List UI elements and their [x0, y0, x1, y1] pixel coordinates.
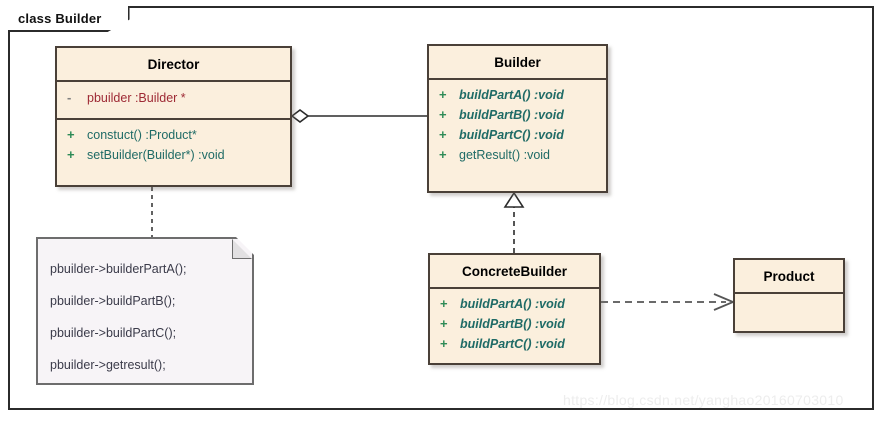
- note-line: pbuilder->getresult();: [50, 358, 166, 372]
- visibility-marker: +: [440, 316, 448, 331]
- visibility-marker: +: [440, 336, 448, 351]
- member-label: getResult() :void: [459, 148, 551, 162]
- class-box-concretebuilder[interactable]: ConcreteBuilder + buildPartA() :void + b…: [428, 253, 601, 365]
- class-member-row: + buildPartC() :void: [429, 125, 606, 145]
- member-label: constuct() :Product*: [87, 128, 197, 142]
- member-label: buildPartC() :void: [459, 128, 564, 142]
- class-box-product[interactable]: Product: [733, 258, 845, 333]
- class-member-row: + buildPartA() :void: [430, 294, 599, 314]
- class-title-product: Product: [735, 260, 843, 294]
- class-member-row: + buildPartC() :void: [430, 334, 599, 354]
- class-member-row: + getResult() :void: [429, 145, 606, 165]
- note-line: pbuilder->buildPartB();: [50, 294, 176, 308]
- frame-label: class Builder: [8, 6, 130, 32]
- note-box[interactable]: pbuilder->builderPartA(); pbuilder->buil…: [36, 237, 254, 385]
- visibility-marker: -: [67, 90, 72, 105]
- member-label: buildPartB() :void: [459, 108, 564, 122]
- member-label: pbuilder :Builder *: [87, 91, 186, 105]
- visibility-marker: +: [439, 127, 447, 142]
- class-box-director[interactable]: Director - pbuilder :Builder * + constuc…: [55, 46, 292, 187]
- member-label: buildPartB() :void: [460, 317, 565, 331]
- visibility-marker: +: [67, 127, 75, 142]
- member-label: buildPartA() :void: [460, 297, 565, 311]
- class-box-builder[interactable]: Builder + buildPartA() :void + buildPart…: [427, 44, 608, 193]
- class-methods-builder: + buildPartA() :void + buildPartB() :voi…: [429, 80, 606, 170]
- visibility-marker: +: [440, 296, 448, 311]
- class-methods-concretebuilder: + buildPartA() :void + buildPartB() :voi…: [430, 289, 599, 359]
- class-title-concretebuilder: ConcreteBuilder: [430, 255, 599, 289]
- class-member-row: + buildPartB() :void: [429, 105, 606, 125]
- member-label: buildPartA() :void: [459, 88, 564, 102]
- class-member-row: + buildPartB() :void: [430, 314, 599, 334]
- note-line: pbuilder->buildPartC();: [50, 326, 177, 340]
- visibility-marker: +: [439, 107, 447, 122]
- class-attributes-director: - pbuilder :Builder *: [57, 82, 290, 120]
- class-title-director: Director: [57, 48, 290, 82]
- member-label: buildPartC() :void: [460, 337, 565, 351]
- class-member-row: - pbuilder :Builder *: [57, 88, 290, 108]
- visibility-marker: +: [67, 147, 75, 162]
- note-line: pbuilder->builderPartA();: [50, 262, 187, 276]
- visibility-marker: +: [439, 147, 447, 162]
- watermark-text: https://blog.csdn.net/yanghao20160703010: [563, 392, 844, 408]
- visibility-marker: +: [439, 87, 447, 102]
- class-member-row: + setBuilder(Builder*) :void: [57, 145, 290, 165]
- class-title-builder: Builder: [429, 46, 606, 80]
- class-member-row: + constuct() :Product*: [57, 125, 290, 145]
- class-methods-product: [735, 294, 843, 304]
- class-member-row: + buildPartA() :void: [429, 85, 606, 105]
- class-methods-director: + constuct() :Product* + setBuilder(Buil…: [57, 120, 290, 170]
- member-label: setBuilder(Builder*) :void: [87, 148, 225, 162]
